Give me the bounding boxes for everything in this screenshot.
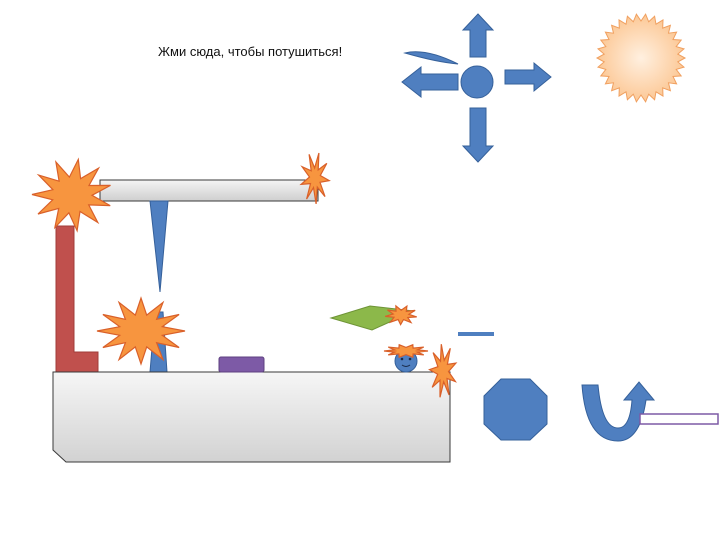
dash-marker [458, 332, 494, 336]
main-table [52, 371, 451, 463]
arrow-left-icon[interactable] [401, 65, 459, 99]
purple-block [218, 356, 265, 373]
fire-left-floor-icon [96, 296, 186, 366]
center-dot-icon[interactable] [460, 65, 494, 99]
arrow-up-icon[interactable] [461, 13, 495, 58]
upper-shelf [99, 179, 319, 202]
octagon-icon[interactable] [483, 378, 548, 441]
fire-character-icon [383, 343, 429, 359]
dpad [401, 13, 552, 163]
fire-top-left-icon [31, 157, 111, 233]
pointer-flag-icon [403, 51, 459, 65]
red-pipe [55, 225, 99, 373]
hint-text[interactable]: Жми сюда, чтобы потушиться! [158, 44, 343, 59]
fire-slab-icon [385, 304, 417, 326]
exit-bar [639, 413, 719, 425]
sun-icon [595, 13, 687, 103]
blue-spike [149, 200, 169, 293]
fire-shelf-right-icon [299, 152, 331, 204]
u-turn-arrow-icon[interactable] [581, 381, 656, 442]
fire-table-edge-icon [428, 344, 458, 398]
arrow-down-icon[interactable] [461, 107, 495, 163]
arrow-right-icon[interactable] [504, 61, 552, 93]
